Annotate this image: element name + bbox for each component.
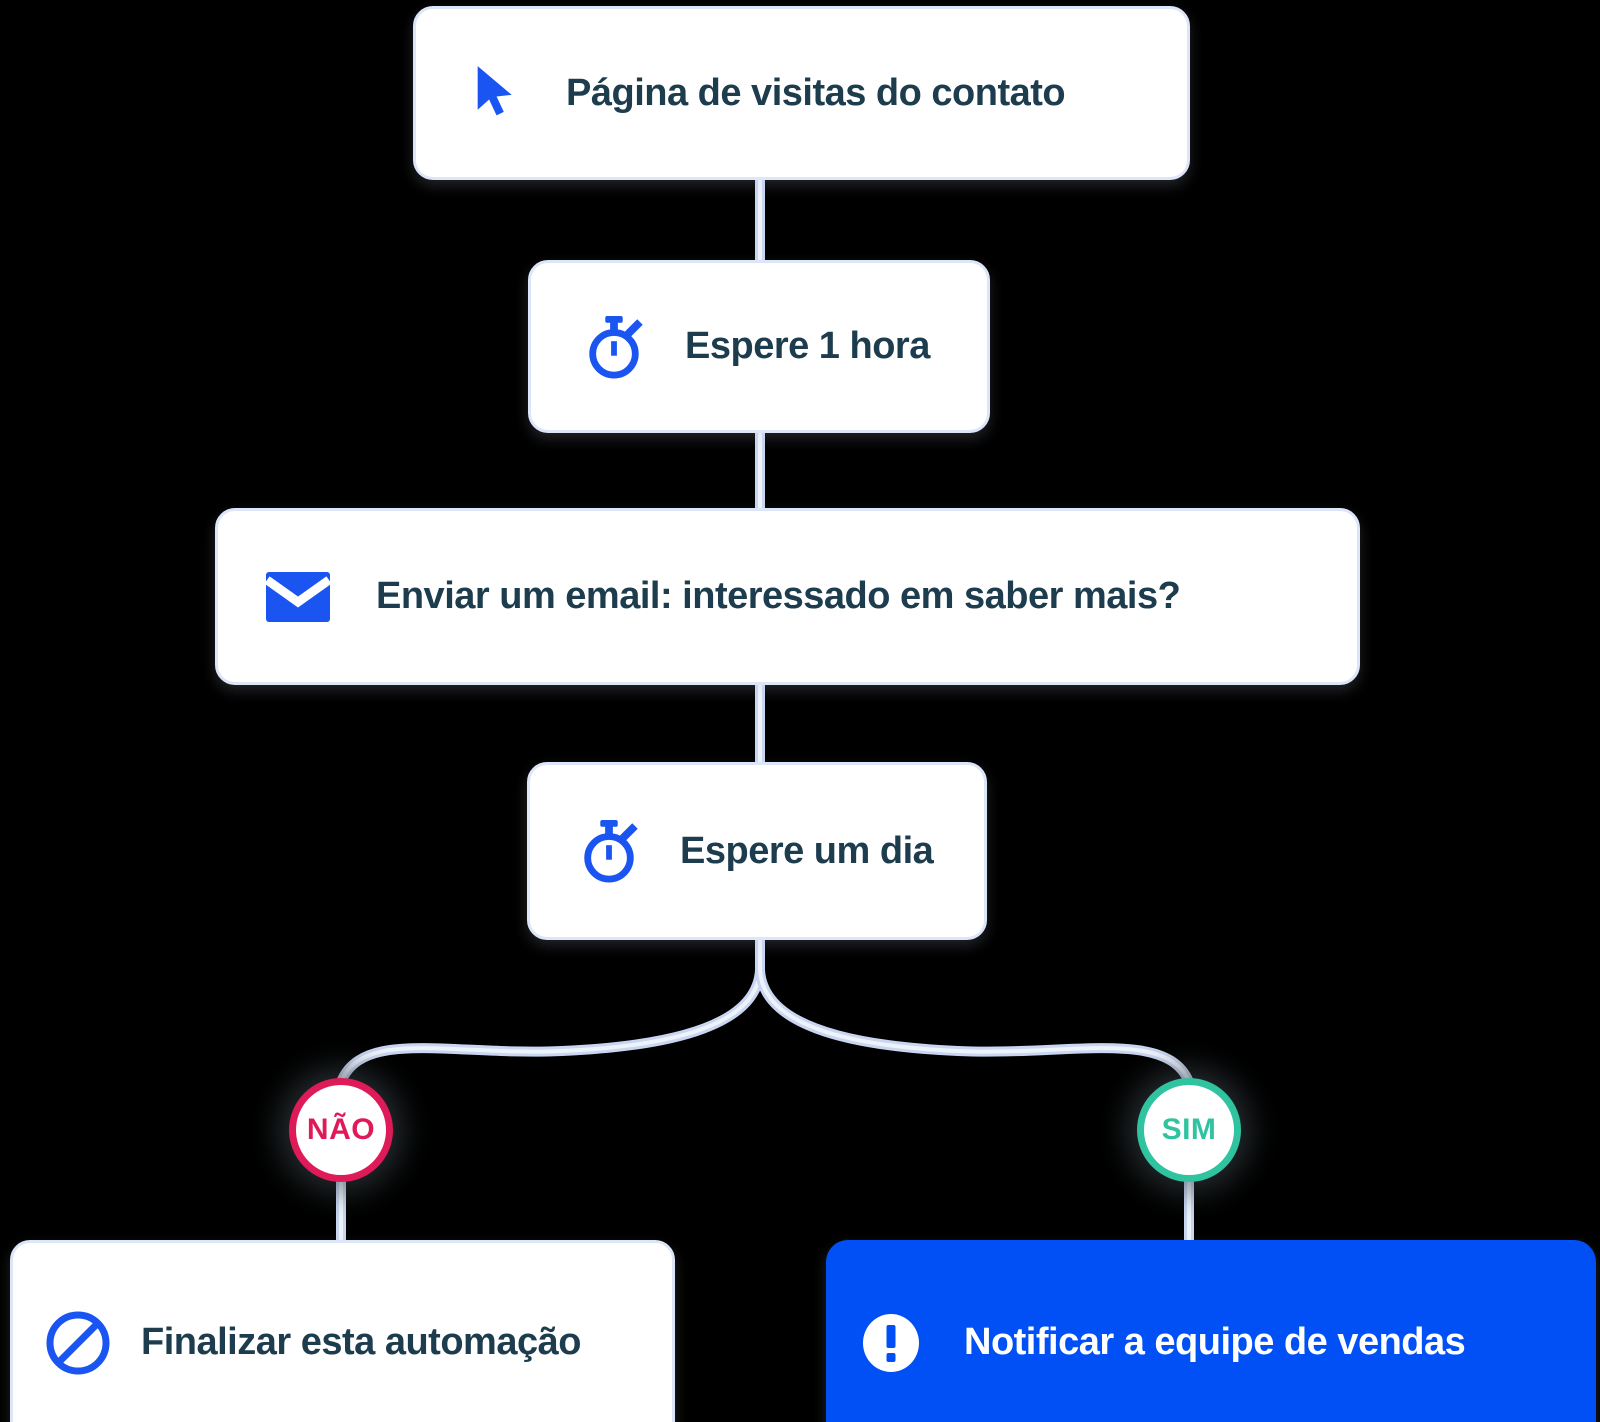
- block-icon: [45, 1310, 111, 1376]
- branch-yes-badge: SIM: [1137, 1078, 1241, 1182]
- cursor-icon: [466, 61, 522, 125]
- node-notify-sales[interactable]: Notificar a equipe de vendas: [826, 1240, 1596, 1422]
- node-wait-1-hour-label: Espere 1 hora: [685, 325, 930, 367]
- connector-branch-no: [336, 927, 765, 1087]
- branch-no-label: NÃO: [306, 1113, 376, 1146]
- email-icon: [266, 571, 330, 622]
- stopwatch-icon: [583, 315, 645, 379]
- node-page-visit-label: Página de visitas do contato: [566, 71, 1066, 114]
- node-wait-1-day[interactable]: Espere um dia: [527, 762, 987, 940]
- node-page-visit[interactable]: Página de visitas do contato: [413, 6, 1190, 180]
- alert-icon: [862, 1313, 920, 1373]
- stopwatch-icon: [578, 819, 640, 883]
- node-end-automation-label: Finalizar esta automação: [141, 1321, 581, 1363]
- node-notify-sales-label: Notificar a equipe de vendas: [964, 1321, 1466, 1363]
- branch-no-badge: NÃO: [289, 1078, 393, 1182]
- branch-yes-label: SIM: [1161, 1113, 1217, 1146]
- connector-branch-yes: [755, 927, 1194, 1087]
- node-end-automation[interactable]: Finalizar esta automação: [10, 1240, 675, 1422]
- node-send-email[interactable]: Enviar um email: interessado em saber ma…: [215, 508, 1360, 685]
- node-wait-1-hour[interactable]: Espere 1 hora: [528, 260, 990, 433]
- node-wait-1-day-label: Espere um dia: [680, 829, 934, 872]
- node-send-email-label: Enviar um email: interessado em saber ma…: [376, 575, 1181, 617]
